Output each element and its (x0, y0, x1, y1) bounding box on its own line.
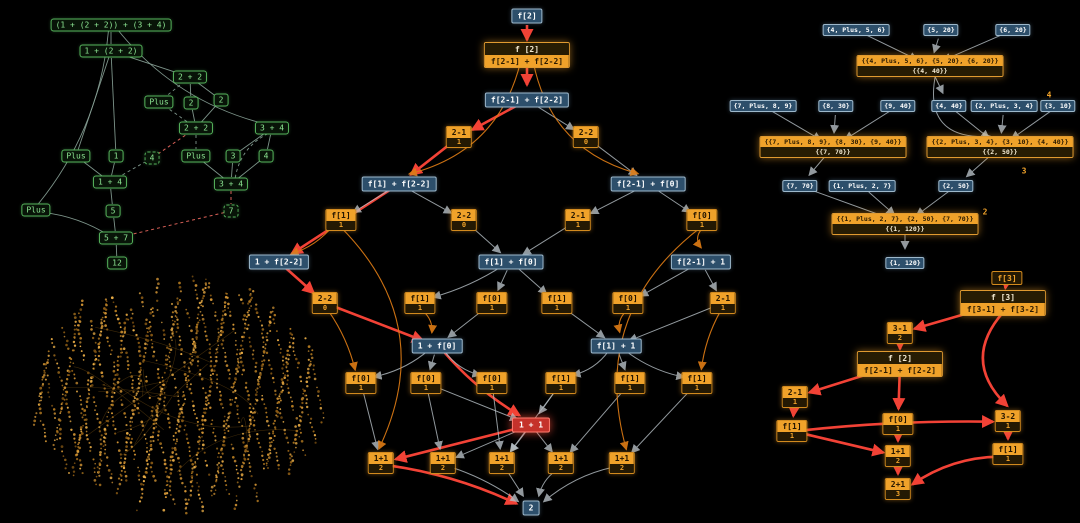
edge (628, 305, 715, 342)
edge (110, 57, 117, 150)
edge (965, 152, 994, 178)
edge (406, 187, 453, 214)
edge (81, 159, 105, 179)
edge (434, 385, 519, 422)
edge (236, 160, 261, 180)
edge (536, 470, 557, 498)
edge (113, 217, 116, 232)
edge (393, 425, 523, 463)
dot-cloud (32, 275, 325, 515)
edge (692, 228, 703, 249)
edge (630, 389, 692, 454)
edge (655, 188, 692, 213)
edge (164, 81, 185, 98)
edge (800, 431, 886, 457)
edge (770, 110, 822, 141)
edge (470, 225, 502, 254)
edge (284, 267, 316, 295)
edge (910, 455, 1000, 486)
edge (536, 431, 553, 453)
edge (843, 110, 891, 141)
edge (431, 265, 504, 300)
edge (115, 161, 147, 179)
edge (623, 349, 686, 381)
edge (42, 211, 110, 237)
edge (1010, 110, 1051, 140)
edge (863, 33, 919, 61)
edge (164, 105, 191, 125)
edge (997, 114, 1007, 135)
edge (38, 31, 109, 204)
edge (697, 311, 721, 371)
edge (517, 267, 548, 295)
edge (912, 304, 995, 332)
edge (704, 269, 717, 292)
edge (191, 109, 196, 122)
edge (509, 431, 526, 453)
edge (409, 141, 453, 176)
edge (932, 72, 992, 142)
edge (238, 131, 267, 153)
edge (941, 33, 1005, 62)
edge (342, 228, 402, 451)
edge (267, 134, 271, 150)
edge (868, 191, 896, 216)
edge (111, 162, 115, 176)
edge (289, 187, 393, 255)
edge (892, 372, 906, 412)
edge (110, 188, 113, 205)
edge (808, 153, 828, 177)
edge (234, 133, 269, 179)
edge (450, 466, 520, 503)
edge (571, 350, 609, 378)
edge (800, 415, 996, 432)
edge (328, 310, 358, 372)
edge (352, 188, 392, 214)
edge (201, 160, 226, 180)
edge (157, 131, 191, 155)
edge (332, 305, 425, 343)
edge (195, 80, 216, 97)
edge (616, 228, 700, 451)
edge (538, 390, 557, 415)
edge (542, 466, 615, 503)
edge (915, 190, 950, 217)
edge (532, 61, 640, 177)
edge (470, 103, 520, 131)
edge (932, 38, 941, 54)
edge (231, 162, 233, 178)
edge (422, 310, 438, 334)
edge (589, 187, 641, 215)
edge (808, 188, 893, 221)
edge (362, 391, 381, 451)
edge (497, 269, 508, 292)
edge (389, 464, 519, 505)
edge (522, 224, 571, 256)
edge (427, 354, 437, 371)
edge (981, 311, 1009, 408)
edge (454, 428, 523, 459)
edge (77, 57, 110, 150)
edge (117, 52, 184, 76)
edge (506, 470, 524, 498)
edge (830, 114, 840, 135)
edge (618, 354, 627, 371)
edge (569, 389, 625, 454)
edge (492, 391, 504, 451)
edge (427, 391, 443, 451)
edge (122, 212, 225, 237)
edge (787, 404, 801, 419)
edge (807, 365, 892, 396)
edge (116, 28, 267, 125)
edge (407, 61, 522, 177)
edge (200, 104, 217, 124)
edge (563, 307, 606, 339)
edge (447, 308, 486, 338)
